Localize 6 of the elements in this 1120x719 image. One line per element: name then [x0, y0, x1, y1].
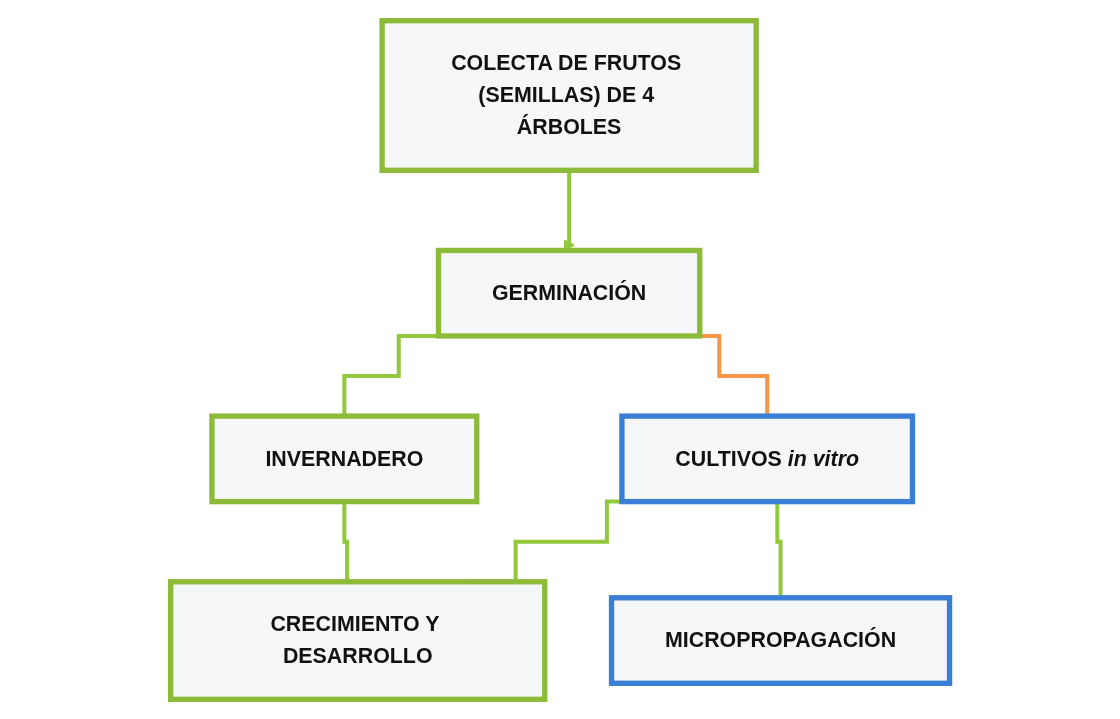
node-box: GERMINACIÓN: [435, 247, 703, 339]
node-box: CULTIVOS in vitro: [619, 412, 915, 504]
node-box: INVERNADERO: [209, 412, 480, 504]
node-box: CRECIMIENTO Y DESARROLLO: [167, 578, 548, 702]
node-box: COLECTA DE FRUTOS (SEMILLAS) DE 4 ÁRBOLES: [379, 17, 759, 173]
node-box: MICROPROPAGACIÓN: [608, 594, 953, 686]
